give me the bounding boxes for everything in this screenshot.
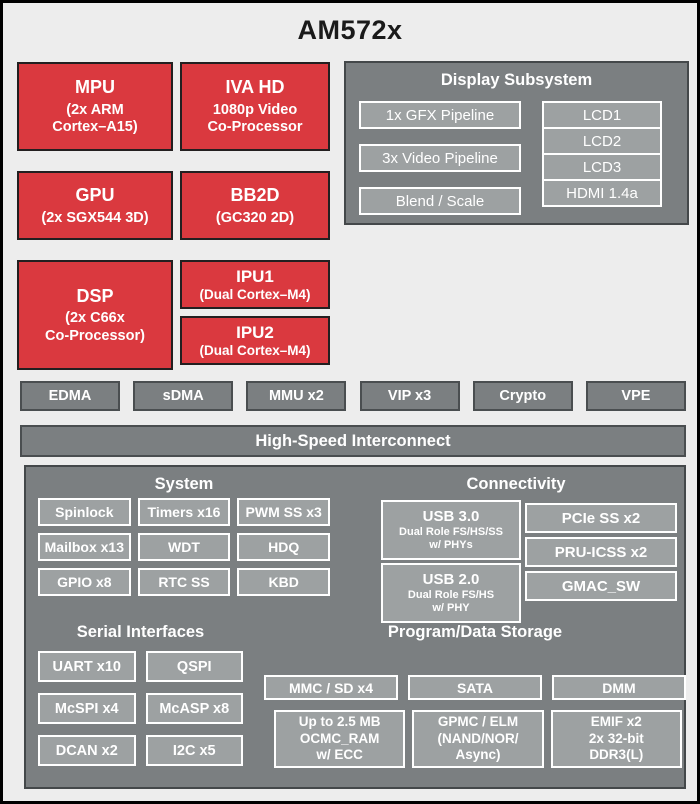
- block-bb2d: BB2D (GC320 2D): [180, 171, 330, 240]
- block-bb2d-title: BB2D: [230, 185, 280, 206]
- block-wdt: WDT: [137, 533, 231, 561]
- block-usb2-subtitle: Dual Role FS/HS w/ PHY: [407, 588, 495, 614]
- block-ipu2: IPU2 (Dual Cortex–M4): [180, 316, 330, 365]
- block-ipu2-subtitle: (Dual Cortex–M4): [199, 343, 311, 359]
- block-pwm-ss: PWM SS x3: [237, 498, 330, 526]
- dss-blend-scale-box: Blend / Scale: [359, 187, 521, 215]
- block-dsp: DSP (2x C66x Co-Processor): [17, 260, 173, 370]
- block-dmm: DMM: [552, 675, 686, 700]
- block-mpu: MPU (2x ARM Cortex–A15): [17, 62, 173, 151]
- block-timers: Timers x16: [137, 498, 231, 526]
- block-gpmc-elm: GPMC / ELM (NAND/NOR/ Async): [412, 710, 544, 768]
- block-pru-icss: PRU-ICSS x2: [525, 537, 677, 567]
- system-section-title: System: [154, 475, 214, 493]
- block-spinlock: Spinlock: [38, 498, 131, 526]
- block-usb3-title: USB 3.0: [422, 507, 480, 525]
- block-ipu1: IPU1 (Dual Cortex–M4): [180, 260, 330, 309]
- block-bb2d-subtitle: (GC320 2D): [215, 209, 295, 226]
- block-usb2-title: USB 2.0: [422, 570, 480, 588]
- block-vip: VIP x3: [359, 381, 460, 411]
- serial-grid: UART x10 QSPI McSPI x4 McASP x8 DCAN x2 …: [38, 651, 243, 766]
- dss-lcd1-box: LCD1: [542, 101, 662, 129]
- block-gpio: GPIO x8: [38, 568, 131, 596]
- block-pcie: PCIe SS x2: [525, 503, 677, 533]
- dss-hdmi-box: HDMI 1.4a: [542, 179, 662, 207]
- block-i2c: I2C x5: [145, 735, 243, 766]
- block-crypto: Crypto: [472, 381, 573, 411]
- block-iva-hd: IVA HD 1080p Video Co-Processor: [180, 62, 330, 151]
- block-ipu2-title: IPU2: [236, 322, 274, 342]
- block-rtc-ss: RTC SS: [137, 568, 231, 596]
- block-emif: EMIF x2 2x 32-bit DDR3(L): [550, 710, 682, 768]
- block-mcasp: McASP x8: [145, 693, 243, 724]
- dma-row: EDMA sDMA MMU x2 VIP x3 Crypto VPE: [20, 381, 686, 411]
- block-ipu1-title: IPU1: [236, 266, 274, 286]
- block-iva-hd-title: IVA HD: [225, 77, 285, 98]
- system-grid: Spinlock Timers x16 PWM SS x3 Mailbox x1…: [38, 498, 330, 596]
- block-dsp-title: DSP: [76, 285, 114, 306]
- block-sdma: sDMA: [133, 381, 234, 411]
- block-mpu-subtitle: (2x ARM Cortex–A15): [52, 101, 138, 136]
- block-dcan: DCAN x2: [38, 735, 136, 766]
- storage-section-title: Program/Data Storage: [387, 623, 563, 641]
- storage-row-2: Up to 2.5 MB OCMC_RAM w/ ECC GPMC / ELM …: [274, 710, 682, 768]
- block-mcspi: McSPI x4: [38, 693, 136, 724]
- block-edma: EDMA: [20, 381, 120, 411]
- high-speed-interconnect-bar: High-Speed Interconnect: [20, 425, 686, 457]
- block-dsp-subtitle: (2x C66x Co-Processor): [45, 310, 145, 344]
- block-vpe: VPE: [585, 381, 686, 411]
- block-usb2: USB 2.0 Dual Role FS/HS w/ PHY: [381, 563, 521, 623]
- peripherals-panel: System Spinlock Timers x16 PWM SS x3 Mai…: [24, 465, 686, 789]
- page-title: AM572x: [297, 15, 403, 45]
- dss-video-pipeline-box: 3x Video Pipeline: [359, 144, 521, 172]
- display-subsystem-title: Display Subsystem: [440, 71, 593, 89]
- dss-gfx-pipeline-box: 1x GFX Pipeline: [359, 101, 521, 129]
- serial-section-title: Serial Interfaces: [76, 623, 205, 641]
- block-gpu-title: GPU: [75, 185, 115, 206]
- block-qspi: QSPI: [145, 651, 243, 682]
- block-gmac-sw: GMAC_SW: [525, 571, 677, 601]
- block-ipu1-subtitle: (Dual Cortex–M4): [199, 287, 311, 303]
- connectivity-section-title: Connectivity: [466, 475, 566, 493]
- connectivity-column: PCIe SS x2 PRU-ICSS x2 GMAC_SW: [525, 503, 677, 605]
- block-sata: SATA: [408, 675, 542, 700]
- block-gpu-subtitle: (2x SGX544 3D): [41, 209, 149, 226]
- block-usb3-subtitle: Dual Role FS/HS/SS w/ PHYs: [399, 525, 503, 551]
- block-usb3: USB 3.0 Dual Role FS/HS/SS w/ PHYs: [381, 500, 521, 560]
- block-mpu-title: MPU: [75, 77, 115, 98]
- block-mmu: MMU x2: [246, 381, 347, 411]
- dss-lcd2-box: LCD2: [542, 127, 662, 155]
- block-mmc-sd: MMC / SD x4: [264, 675, 398, 700]
- display-subsystem-panel: Display Subsystem 1x GFX Pipeline 3x Vid…: [344, 61, 689, 225]
- dss-lcd3-box: LCD3: [542, 153, 662, 181]
- usb-column: USB 3.0 Dual Role FS/HS/SS w/ PHYs USB 2…: [381, 500, 521, 626]
- block-iva-hd-subtitle: 1080p Video Co-Processor: [207, 101, 303, 136]
- block-ocmc-ram: Up to 2.5 MB OCMC_RAM w/ ECC: [274, 710, 406, 768]
- block-hdq: HDQ: [237, 533, 330, 561]
- block-uart: UART x10: [38, 651, 136, 682]
- storage-row-1: MMC / SD x4 SATA DMM: [264, 675, 686, 700]
- block-kbd: KBD: [237, 568, 330, 596]
- block-mailbox: Mailbox x13: [38, 533, 131, 561]
- block-gpu: GPU (2x SGX544 3D): [17, 171, 173, 240]
